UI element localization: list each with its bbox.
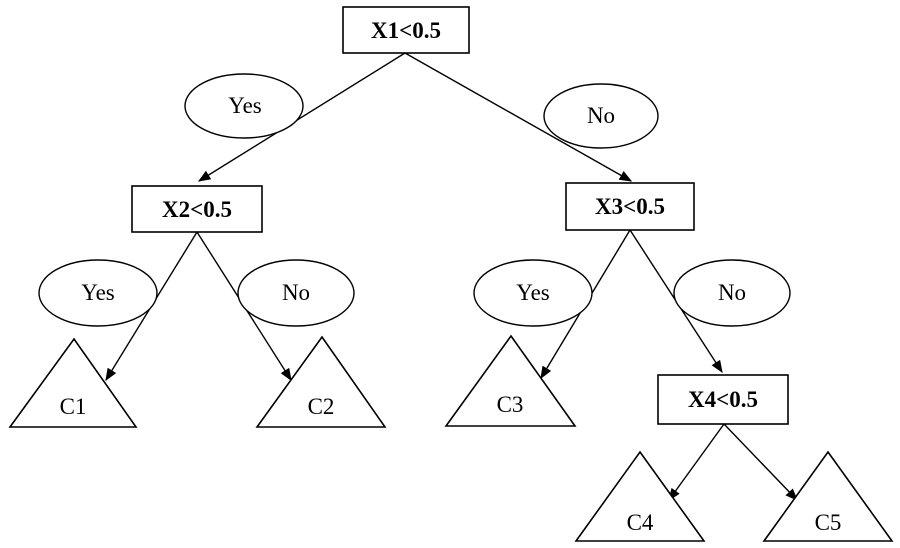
leaf-c4-label: C4 xyxy=(627,510,654,535)
leaf-c5-triangle xyxy=(762,450,894,542)
edge-x1-x3 xyxy=(404,52,633,182)
branch-label-x1-yes: Yes xyxy=(184,73,304,139)
branch-x2-no-ellipse xyxy=(237,259,355,327)
leaf-c2: C2 xyxy=(255,335,387,428)
branch-label-x3-no: No xyxy=(673,259,791,327)
leaf-c2-label: C2 xyxy=(308,394,335,419)
decision-node-x4-label: X4<0.5 xyxy=(688,387,758,412)
decision-node-x1-box xyxy=(342,6,470,54)
decision-node-x3-box xyxy=(565,182,695,231)
branch-x2-no-text: No xyxy=(282,280,310,305)
leaf-c1-label: C1 xyxy=(60,394,87,419)
branch-label-x2-no: No xyxy=(237,259,355,327)
branch-x2-yes-ellipse xyxy=(38,259,158,327)
branch-label-x3-yes: Yes xyxy=(473,259,593,327)
decision-node-x1-label: X1<0.5 xyxy=(371,18,441,43)
branch-x3-no-ellipse xyxy=(673,259,791,327)
leaf-c2-triangle xyxy=(255,335,387,428)
branch-x3-no-text: No xyxy=(718,280,746,305)
decision-node-x2-box xyxy=(131,185,263,233)
edge-x1-x2 xyxy=(197,52,406,182)
branch-x3-yes-text: Yes xyxy=(516,280,550,305)
branch-x1-no-text: No xyxy=(587,103,615,128)
decision-node-x3-label: X3<0.5 xyxy=(595,194,665,219)
leaf-c3: C3 xyxy=(444,334,577,427)
leaf-c1-triangle xyxy=(8,337,138,428)
branch-x2-yes-text: Yes xyxy=(81,280,115,305)
decision-node-x4-box xyxy=(657,374,789,425)
leaf-c5: C5 xyxy=(762,450,894,542)
edge-x4-c5 xyxy=(723,423,798,501)
decision-node-x1: X1<0.5 xyxy=(342,6,470,54)
branch-x1-yes-text: Yes xyxy=(228,93,262,118)
branch-x3-yes-ellipse xyxy=(473,259,593,327)
leaf-c3-triangle xyxy=(444,334,577,427)
decision-node-x3: X3<0.5 xyxy=(565,182,695,231)
branch-x1-no-ellipse xyxy=(543,83,659,149)
leaf-c1: C1 xyxy=(8,337,138,428)
decision-node-x2-label: X2<0.5 xyxy=(162,197,232,222)
decision-node-x2: X2<0.5 xyxy=(131,185,263,233)
branch-label-x1-no: No xyxy=(543,83,659,149)
leaf-c4-triangle xyxy=(574,450,706,542)
branch-x1-yes-ellipse xyxy=(184,73,304,139)
decision-node-x4: X4<0.5 xyxy=(657,374,789,425)
leaf-c4: C4 xyxy=(574,450,706,542)
branch-label-x2-yes: Yes xyxy=(38,259,158,327)
leaf-c5-label: C5 xyxy=(815,510,842,535)
edge-x4-c4 xyxy=(668,423,725,502)
leaf-c3-label: C3 xyxy=(497,392,524,417)
